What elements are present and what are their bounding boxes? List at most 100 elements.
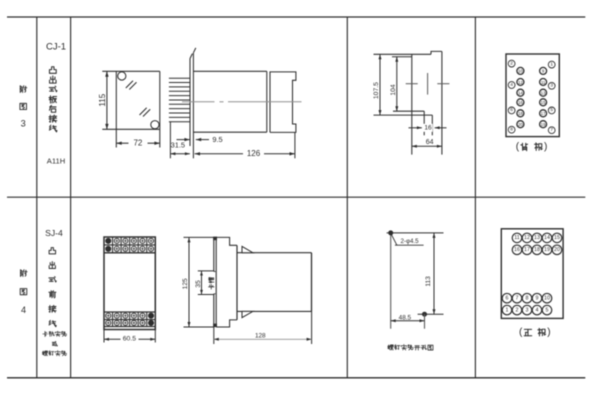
- terminal-number: 20: [554, 247, 560, 253]
- terminal-number: 12: [518, 80, 523, 85]
- terminal-number: 4: [536, 307, 539, 313]
- terminal-number: 5: [546, 307, 549, 313]
- terminal-number: 10: [544, 296, 550, 302]
- terminal-number: 16: [514, 247, 520, 253]
- cjk-glyph: [208, 276, 215, 284]
- cjk-glyph: [48, 114, 58, 123]
- cjk-glyph: [48, 247, 57, 255]
- cjk-glyph: [48, 124, 58, 133]
- terminal-number: 12: [524, 235, 530, 241]
- cjk-glyph: [19, 102, 27, 111]
- cjk-glyph: [523, 328, 533, 337]
- terminal-number: 14: [518, 90, 523, 95]
- terminal-number: 8: [526, 296, 529, 302]
- terminal-number: 1: [506, 307, 509, 313]
- terminal-number: 13: [541, 90, 546, 95]
- terminal-pin: [516, 109, 525, 118]
- dim-cutout-outer: 107.5: [373, 82, 380, 99]
- cjk-glyph: [48, 330, 55, 337]
- terminal-number: 1: [550, 61, 553, 67]
- terminal-number: 17: [524, 247, 530, 253]
- terminal-number: 2: [516, 307, 519, 313]
- terminal-pin: [538, 98, 548, 107]
- cj1-side-view: [168, 47, 302, 159]
- cj1-panel-cutout: [373, 50, 450, 155]
- svg-text:(: (: [519, 327, 523, 338]
- dim-sj4-slot: 35: [195, 280, 202, 288]
- fig4-model: SJ-4: [45, 228, 63, 238]
- dim-drill-vertical: 113: [425, 276, 432, 287]
- dim-drill-horizontal: 48.5: [399, 314, 412, 321]
- dim-cj1-pin-len: 31.5: [171, 141, 185, 150]
- cjk-glyph: [400, 344, 407, 351]
- svg-text:3: 3: [21, 119, 26, 129]
- terminal-number: 6: [510, 107, 513, 113]
- dim-sj4-height: 125: [182, 278, 189, 289]
- fig3-model: CJ-1: [46, 42, 66, 53]
- cjk-glyph: [48, 319, 57, 328]
- sj4-front-view: [103, 236, 157, 343]
- dim-sj4-depth: 128: [255, 333, 266, 340]
- terminal-pin: [516, 98, 525, 107]
- terminal-number: 7: [550, 127, 553, 133]
- terminal-pin: [547, 126, 556, 135]
- cjk-glyph: [54, 350, 61, 357]
- rail-slot-label: [208, 276, 215, 290]
- dim-cj1-panel: 9.5: [212, 135, 222, 144]
- cjk-glyph: [420, 344, 427, 350]
- terminal-number: 6: [506, 296, 509, 302]
- cjk-glyph: [51, 341, 58, 347]
- terminal-number: 17: [541, 111, 546, 116]
- cjk-glyph: [19, 85, 28, 93]
- terminal-pin: [507, 106, 516, 115]
- dim-cutout-width: 64: [426, 139, 434, 146]
- terminal-number: 2: [510, 60, 513, 66]
- terminal-number: 5: [550, 107, 553, 113]
- terminal-number: 10: [518, 69, 523, 74]
- cjk-glyph: [387, 344, 394, 351]
- fig4-row-label: 4: [19, 269, 28, 315]
- dim-drill-holes: 2-φ4.5: [400, 238, 419, 245]
- terminal-pin: [551, 244, 563, 256]
- cjk-glyph: [54, 330, 61, 337]
- cjk-glyph: [534, 142, 543, 151]
- cjk-glyph: [48, 261, 56, 270]
- terminal-number: 8: [510, 126, 513, 132]
- cj1-front-view: [102, 70, 161, 148]
- terminal-pin: [547, 106, 556, 115]
- terminal-number: 7: [516, 296, 519, 302]
- cjk-glyph: [20, 269, 28, 277]
- cjk-glyph: [48, 95, 58, 104]
- cjk-glyph: [394, 344, 401, 350]
- terminal-pin: [538, 88, 548, 97]
- cjk-glyph: [61, 331, 67, 337]
- cjk-glyph: [407, 344, 414, 351]
- svg-text:4: 4: [21, 305, 26, 315]
- cjk-glyph: [537, 327, 547, 337]
- cjk-glyph: [61, 350, 67, 357]
- terminal-pin: [538, 120, 548, 129]
- terminal-pin: [547, 60, 556, 69]
- fig4-wiring-label: [48, 247, 57, 328]
- terminal-number: 11: [514, 235, 520, 241]
- dim-cj1-width: 72: [133, 139, 142, 148]
- terminal-number: 18: [518, 111, 523, 116]
- svg-text:(: (: [516, 142, 520, 153]
- terminal-pin: [516, 77, 525, 87]
- dim-cutout-inner: 104: [390, 84, 397, 96]
- terminal-pin: [516, 66, 525, 76]
- cjk-glyph: [48, 104, 57, 113]
- cjk-glyph: [48, 350, 55, 356]
- cjk-glyph: [48, 276, 57, 283]
- terminal-number: 14: [544, 235, 550, 241]
- svg-text:): ): [544, 142, 547, 153]
- terminal-pin: [541, 292, 553, 304]
- terminal-number: 13: [534, 235, 540, 241]
- dim-sj4-width: 60.5: [123, 336, 136, 343]
- front-view-caption: (): [519, 327, 551, 338]
- terminal-pin: [516, 120, 525, 129]
- fig3-code: A11H: [47, 157, 65, 166]
- dim-cj1-height: 115: [98, 93, 107, 106]
- cjk-glyph: [49, 75, 57, 84]
